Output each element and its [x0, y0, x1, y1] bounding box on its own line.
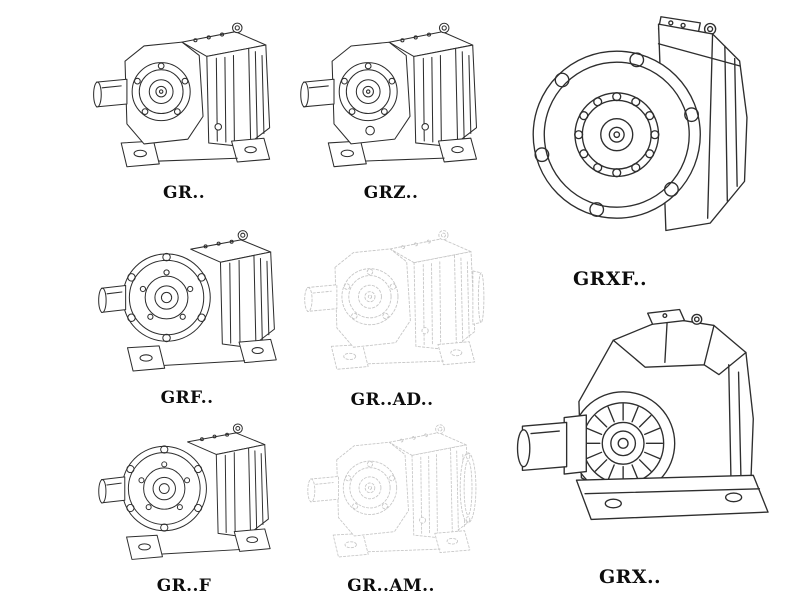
- grf-gearbox-drawing: [88, 212, 286, 384]
- grxf-label: GRXF..: [573, 268, 647, 290]
- gr-f-label: GR..F: [156, 576, 212, 596]
- grf-label: GRF..: [160, 388, 214, 408]
- grx-gearbox-drawing: [498, 296, 790, 560]
- gr-am-gearbox-drawing: [292, 409, 477, 571]
- gr-ad-gearbox-drawing: [292, 214, 485, 384]
- gr-gearbox-drawing: [88, 6, 280, 182]
- grxf-gearbox-drawing: [505, 2, 785, 260]
- grz-label: GRZ..: [363, 183, 419, 203]
- gr-f-gearbox-drawing: [88, 406, 280, 572]
- grz-gearbox-drawing: [296, 6, 486, 182]
- gr-label: GR..: [162, 183, 206, 203]
- grx-label: GRX..: [599, 566, 661, 588]
- gr-ad-label: GR..AD..: [350, 390, 434, 410]
- gr-am-label: GR..AM..: [347, 576, 435, 596]
